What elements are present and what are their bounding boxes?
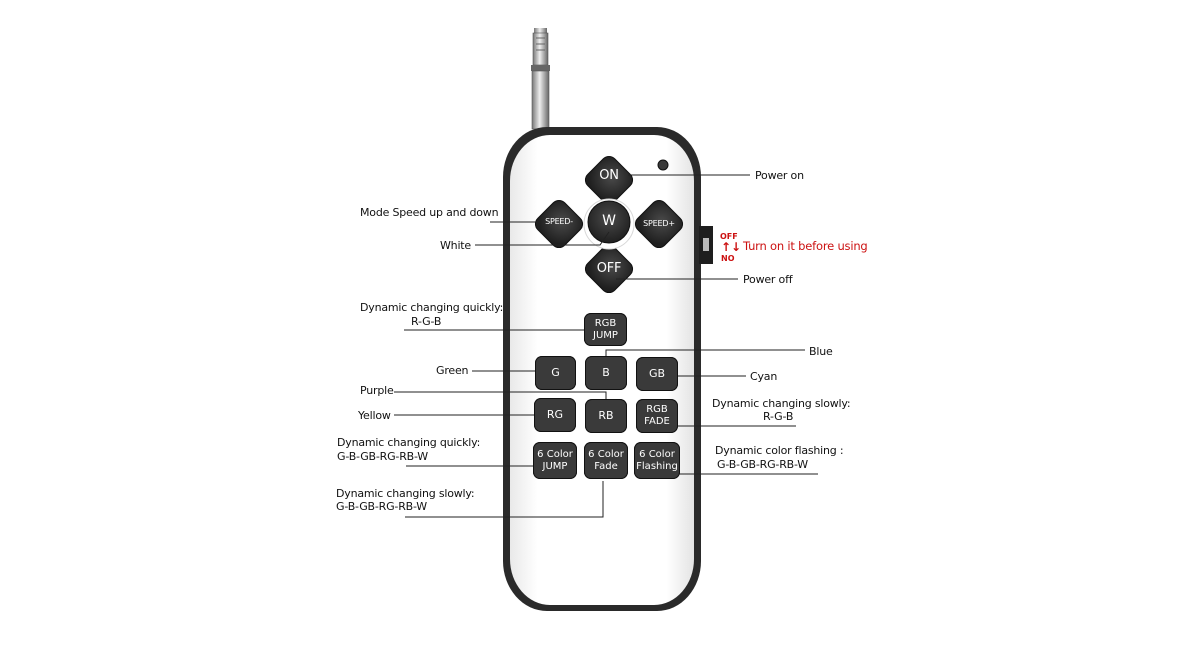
- label-dyn-slow-6-seq: G-B-GB-RG-RB-W: [336, 500, 427, 513]
- antenna: [531, 28, 550, 130]
- switch-arrows-icon: ↑↓: [721, 240, 742, 254]
- switch-no-label: NO: [721, 254, 735, 263]
- label-mode-speed: Mode Speed up and down: [360, 206, 499, 219]
- speed-minus-button[interactable]: SPEED-: [545, 217, 573, 226]
- label-dyn-quick-6: Dynamic changing quickly:: [337, 436, 481, 449]
- speed-plus-button[interactable]: SPEED+: [643, 219, 675, 228]
- label-yellow: Yellow: [358, 409, 391, 422]
- purple-button[interactable]: RB: [585, 399, 627, 433]
- rgb-fade-line1: RGB: [646, 404, 668, 415]
- yellow-button[interactable]: RG: [534, 398, 576, 432]
- label-turn-on: Turn on it before using: [743, 239, 868, 253]
- label-dyn-flash-seq: G-B-GB-RG-RB-W: [717, 458, 808, 471]
- label-dyn-quick-6-seq: G-B-GB-RG-RB-W: [337, 450, 428, 463]
- label-purple: Purple: [360, 384, 394, 397]
- rgb-jump-line1: RGB: [594, 317, 617, 329]
- off-button[interactable]: OFF: [596, 261, 622, 276]
- label-dyn-slow-6: Dynamic changing slowly:: [336, 487, 475, 500]
- label-dyn-slow-rgb: Dynamic changing slowly:: [712, 397, 851, 410]
- label-cyan: Cyan: [750, 370, 778, 383]
- blue-button[interactable]: B: [585, 356, 627, 390]
- six-flash-line1: 6 Color: [639, 448, 675, 460]
- label-dyn-quick-rgb-seq: R-G-B: [411, 315, 442, 328]
- rgb-fade-line2: FADE: [644, 416, 670, 427]
- label-blue: Blue: [809, 345, 833, 358]
- six-flash-line2: Flashing: [636, 460, 678, 472]
- switch-off-label: OFF: [720, 232, 738, 241]
- six-jump-line2: JUMP: [542, 460, 568, 472]
- cyan-button[interactable]: GB: [636, 357, 678, 391]
- six-jump-line1: 6 Color: [537, 448, 573, 460]
- label-dyn-slow-rgb-seq: R-G-B: [763, 410, 794, 423]
- rgb-jump-line2: JUMP: [593, 329, 618, 341]
- label-power-on: Power on: [755, 169, 804, 182]
- label-dyn-flash: Dynamic color flashing :: [715, 444, 844, 457]
- six-fade-line1: 6 Color: [588, 448, 624, 460]
- on-button[interactable]: ON: [599, 168, 619, 183]
- green-button[interactable]: G: [535, 356, 576, 390]
- label-dyn-quick-rgb: Dynamic changing quickly:: [360, 301, 504, 314]
- label-green: Green: [436, 364, 469, 377]
- six-fade-line2: Fade: [594, 460, 618, 472]
- dpad: [534, 155, 684, 294]
- label-white: White: [440, 239, 471, 252]
- label-power-off: Power off: [743, 273, 793, 286]
- white-button[interactable]: W: [602, 213, 616, 229]
